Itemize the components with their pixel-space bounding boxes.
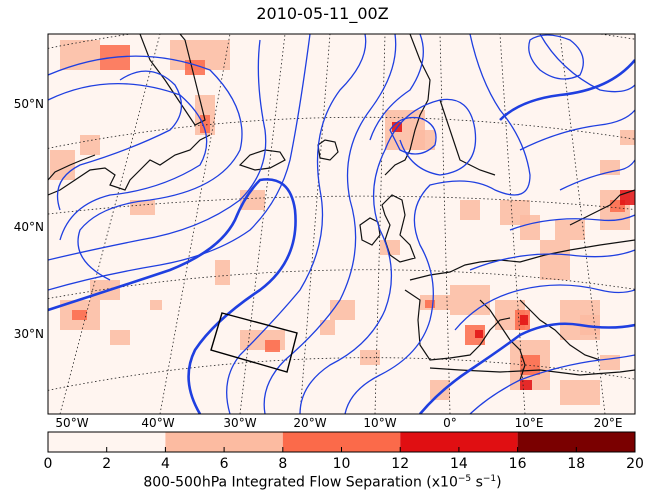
colorbar: [48, 432, 635, 452]
colorbar-tick-label-0: 0: [44, 456, 53, 472]
lon-label-50w: 50°W: [55, 416, 88, 430]
colorbar-bin-2: [282, 432, 401, 452]
analysis-box: [210, 312, 298, 373]
colorbar-label-unit: s: [471, 474, 483, 491]
colorbar-ticks: 0 2 4 6 8 10 12 14 16 18 20: [44, 447, 644, 472]
lon-label-20w: 20°W: [293, 416, 326, 430]
shading-patch: [320, 320, 335, 335]
lon-label-30w: 30°W: [223, 416, 256, 430]
colorbar-tick-label-2: 4: [161, 456, 170, 472]
colorbar-tick-label-7: 14: [450, 456, 468, 472]
lon-label-40w: 40°W: [141, 416, 174, 430]
colorbar-label-exponent: −5: [457, 474, 472, 484]
shading-patch: [560, 380, 600, 405]
colorbar-tick-label-3: 6: [220, 456, 229, 472]
colorbar-label: 800-500hPa Integrated Flow Separation (x…: [0, 474, 645, 491]
shading-patch: [90, 280, 120, 300]
shading-patch: [555, 220, 585, 240]
colorbar-tick-label-4: 8: [278, 456, 287, 472]
colorbar-tick-label-1: 2: [102, 456, 111, 472]
shading-patch: [72, 310, 87, 320]
shading-patch: [330, 300, 355, 320]
shading-patch: [60, 40, 100, 70]
colorbar-tick-label-8: 16: [509, 456, 527, 472]
shading-patch: [430, 380, 450, 400]
shading-patch: [460, 200, 480, 220]
lat-label-30n: 30°N: [14, 327, 44, 341]
shading-patch: [475, 330, 483, 338]
shading-patch: [215, 260, 230, 285]
colorbar-bin-0: [48, 432, 166, 452]
shading-patch: [520, 380, 532, 390]
colorbar-tick-label-5: 10: [333, 456, 351, 472]
colorbar-tick-label-10: 20: [626, 456, 644, 472]
colorbar-label-unit-exponent: −1: [482, 474, 497, 484]
colorbar-bin-1: [165, 432, 283, 452]
shading-patch: [200, 115, 210, 133]
lon-label-0: 0°: [443, 416, 457, 430]
colorbar-tick-label-9: 18: [567, 456, 585, 472]
shading-patch: [450, 285, 490, 315]
colorbar-label-suffix: ): [496, 474, 502, 491]
lat-label-50n: 50°N: [14, 97, 44, 111]
shading-patch: [240, 190, 265, 210]
shading-patch: [520, 215, 540, 240]
colorbar-bin-3: [400, 432, 518, 452]
shading-patch: [410, 130, 435, 150]
shading-patch: [520, 315, 528, 325]
shading-patch: [540, 240, 570, 280]
map-title: 2010-05-11_00Z: [256, 4, 389, 23]
lat-label-40n: 40°N: [14, 220, 44, 234]
shading-patch: [620, 130, 635, 145]
shading-patch: [425, 300, 435, 308]
shading-patch: [600, 160, 620, 175]
shading-patch: [80, 135, 100, 155]
shading-patch: [150, 300, 162, 310]
shading-patch: [600, 355, 620, 370]
shading-patch: [110, 330, 130, 345]
shading-patch: [265, 340, 280, 352]
lon-label-20e: 20°E: [594, 416, 623, 430]
lon-label-10w: 10°W: [363, 416, 396, 430]
shading-patch: [130, 200, 155, 215]
colorbar-tick-label-6: 12: [391, 456, 409, 472]
map-frame: [47, 33, 636, 415]
colorbar-bin-4: [517, 432, 635, 452]
height-contours: [48, 34, 635, 414]
colorbar-label-prefix: 800-500hPa Integrated Flow Separation (x…: [143, 474, 458, 491]
shading-patch: [380, 240, 400, 255]
lon-label-10e: 10°E: [515, 416, 544, 430]
